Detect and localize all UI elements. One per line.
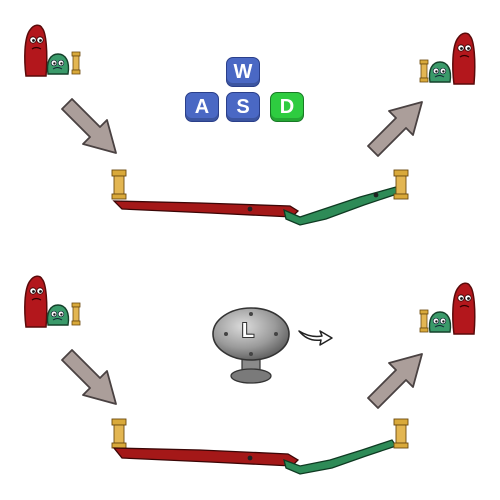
arrow-icon bbox=[367, 353, 423, 409]
brass-connector-icon bbox=[393, 169, 409, 200]
arrow-icon bbox=[367, 101, 423, 157]
creature-group-bottom-left bbox=[24, 275, 81, 328]
red-creature-icon bbox=[24, 275, 48, 328]
green-creature-icon bbox=[46, 304, 70, 326]
red-creature-icon bbox=[24, 24, 48, 77]
red-creature-icon bbox=[452, 282, 476, 335]
arrow-icon bbox=[61, 349, 117, 405]
brass-connector-icon bbox=[419, 59, 429, 83]
brass-connector-icon bbox=[393, 418, 409, 449]
tube-top bbox=[111, 169, 409, 226]
brass-connector-icon bbox=[111, 169, 127, 200]
key-d[interactable]: D bbox=[270, 92, 304, 122]
key-w[interactable]: W bbox=[226, 57, 260, 87]
brass-connector-icon bbox=[71, 302, 81, 326]
creature-group-top-right bbox=[419, 32, 476, 85]
key-a[interactable]: A bbox=[185, 92, 219, 122]
brass-connector-icon bbox=[419, 309, 429, 333]
key-s[interactable]: S bbox=[226, 92, 260, 122]
creature-group-bottom-right bbox=[419, 282, 476, 335]
knob-icon[interactable] bbox=[208, 304, 294, 388]
knob-label: L bbox=[241, 319, 255, 342]
green-creature-icon bbox=[46, 53, 70, 75]
green-creature-icon bbox=[428, 311, 452, 333]
brass-connector-icon bbox=[71, 51, 81, 75]
swish-arrow-icon bbox=[298, 330, 333, 346]
arrow-icon bbox=[61, 98, 117, 154]
creature-group-top-left bbox=[24, 24, 81, 77]
green-creature-icon bbox=[428, 61, 452, 83]
red-creature-icon bbox=[452, 32, 476, 85]
brass-connector-icon bbox=[111, 418, 127, 449]
tube-bottom bbox=[111, 418, 409, 475]
